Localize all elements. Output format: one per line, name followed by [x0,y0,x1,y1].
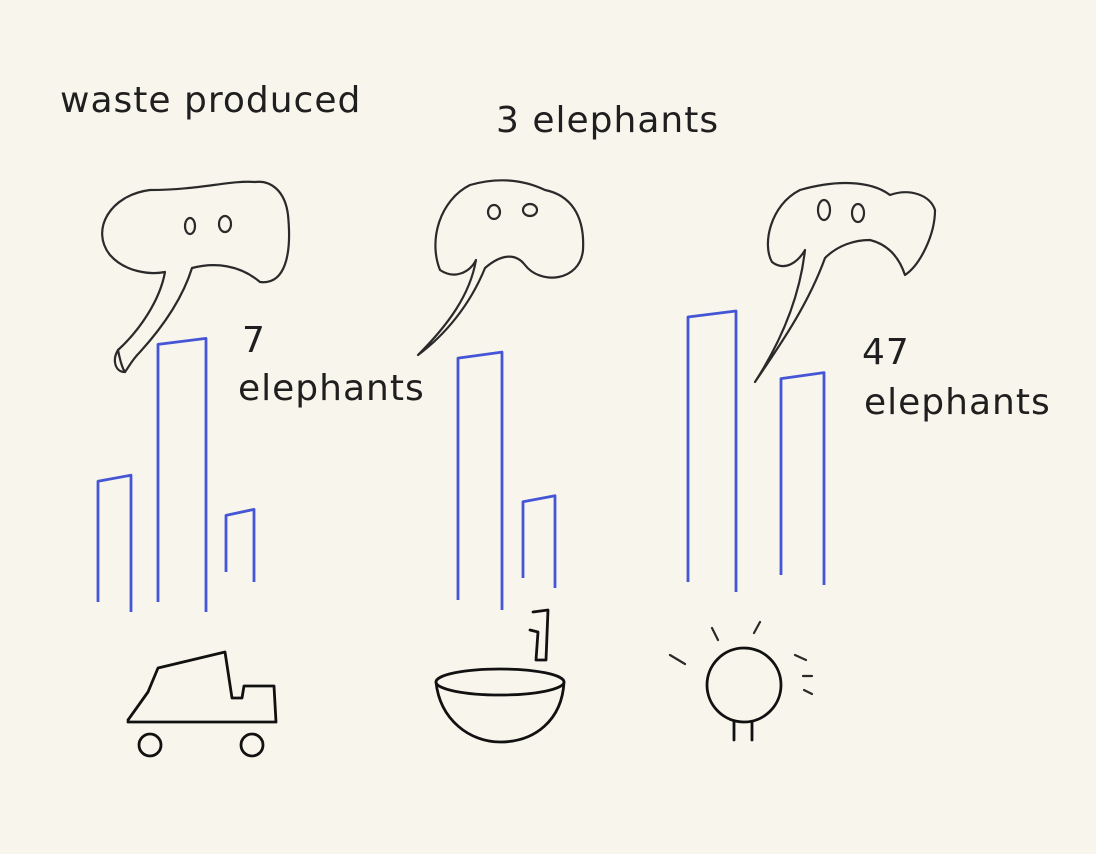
group-2-label: 3 elephants [496,100,719,141]
group-2-label-number: 3 [496,100,520,141]
elephant-icon [753,182,937,384]
elephant-icon [101,180,291,374]
bar [521,494,557,588]
bar [456,350,504,610]
elephant-icon [416,179,585,357]
bar [156,337,208,612]
group-1-label-unit: elephants [238,368,425,409]
truck-icon [126,650,278,758]
toilet-icon [434,608,566,744]
group-2-label-unit: elephants [532,100,719,141]
group-3-label-unit: elephants [864,382,1051,423]
chart-title: waste produced [60,80,361,121]
lightbulb-icon [668,620,814,742]
group-1-label-number: 7 [242,320,266,361]
group-3-label-number: 47 [862,332,910,373]
bar [224,508,256,582]
bar-layer [96,309,826,612]
bar [686,309,738,592]
bar [96,473,133,612]
bar [779,371,826,585]
